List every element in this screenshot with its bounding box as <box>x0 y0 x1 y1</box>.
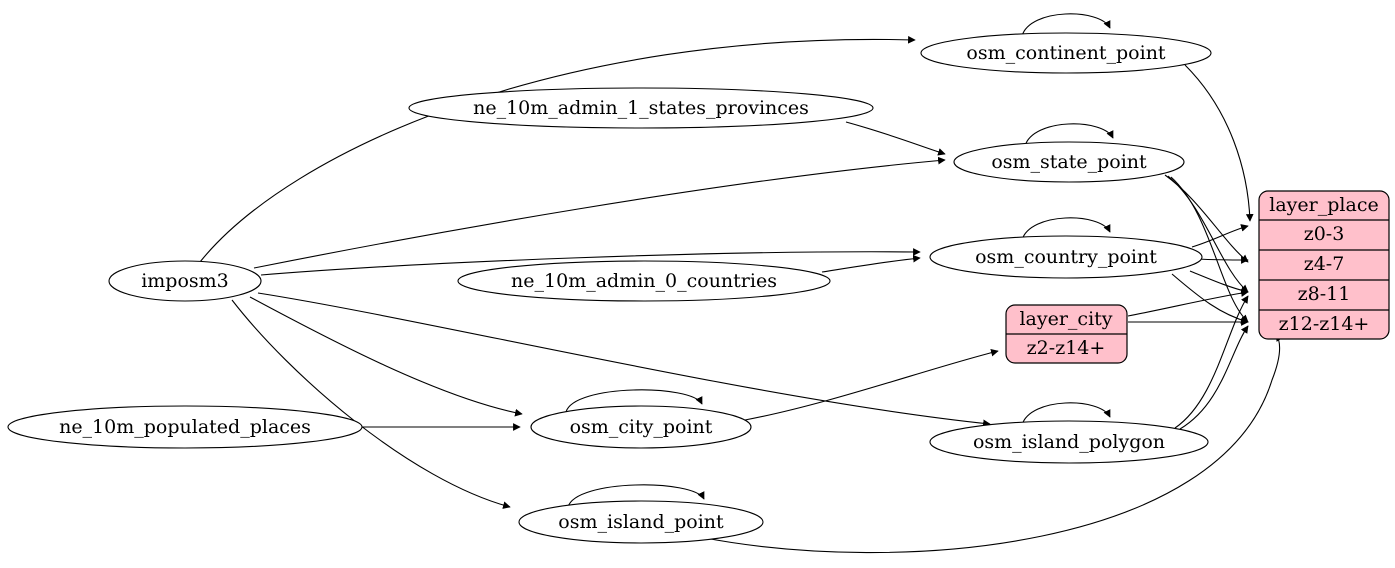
node-osm-island-polygon-label: osm_island_polygon <box>973 431 1165 453</box>
edge-imposm3-to-osm-continent-point <box>199 35 916 263</box>
edge-self-loop-osm-continent-point <box>1021 13 1111 37</box>
node-osm-island-point[interactable]: osm_island_point <box>518 500 764 544</box>
edge-osm-state-point-to-layer-place-z8-11 <box>1167 175 1249 293</box>
node-layer-city[interactable]: layer_city z2-z14+ <box>1005 304 1128 364</box>
node-osm-island-point-label: osm_island_point <box>558 511 724 533</box>
node-ne-admin0-label: ne_10m_admin_0_countries <box>511 270 777 292</box>
layer-place-row-z4-7[interactable]: z4-7 <box>1304 253 1345 275</box>
edge-imposm3-to-osm-city-point <box>249 296 523 417</box>
node-osm-continent-point-label: osm_continent_point <box>966 42 1166 64</box>
node-osm-city-point-label: osm_city_point <box>570 416 713 438</box>
layer-place-row-z0-3[interactable]: z0-3 <box>1304 223 1345 245</box>
edge-imposm3-to-osm-state-point <box>253 156 946 269</box>
edge-osm-country-point-to-layer-place-z12-z14 <box>1171 273 1249 324</box>
node-osm-city-point[interactable]: osm_city_point <box>530 405 752 449</box>
edge-ne-admin1-to-osm-state-point <box>845 121 946 156</box>
edge-osm-continent-point-to-layer-place-z0-3 <box>1184 64 1254 222</box>
node-layer-place[interactable]: layer_place z0-3 z4-7 z8-11 z12-z14+ <box>1258 190 1390 340</box>
node-imposm3-label: imposm3 <box>141 270 229 292</box>
node-osm-state-point[interactable]: osm_state_point <box>953 141 1185 183</box>
edge-ne-admin0-to-osm-country-point <box>821 254 921 273</box>
edge-layer <box>199 13 1284 554</box>
edge-layer-city-to-layer-place-z8-11 <box>1127 289 1249 317</box>
edge-osm-state-point-to-layer-place-z12-z14 <box>1170 176 1249 323</box>
edge-osm-country-point-to-layer-place-z0-3 <box>1191 224 1249 248</box>
node-osm-continent-point[interactable]: osm_continent_point <box>920 32 1212 74</box>
layer-place-title: layer_place <box>1269 194 1378 216</box>
node-ne-10m-admin-1-states-provinces[interactable]: ne_10m_admin_1_states_provinces <box>408 87 874 129</box>
edge-osm-city-point-to-layer-city <box>744 348 999 421</box>
layer-city-title: layer_city <box>1019 308 1112 330</box>
node-osm-island-polygon[interactable]: osm_island_polygon <box>929 420 1209 464</box>
edge-self-loop-osm-island-point <box>567 484 705 508</box>
edge-osm-island-polygon-to-layer-place-z12-z14 <box>1179 325 1249 430</box>
edge-imposm3-to-osm-island-polygon <box>257 292 991 428</box>
edge-imposm3-to-osm-country-point <box>260 248 921 276</box>
node-ne-admin1-label: ne_10m_admin_1_states_provinces <box>473 97 809 119</box>
edge-imposm3-to-osm-island-point <box>231 299 511 509</box>
node-osm-state-point-label: osm_state_point <box>991 151 1147 173</box>
edge-self-loop-osm-state-point <box>1024 123 1114 147</box>
edge-osm-country-point-to-layer-place-z4-7 <box>1197 256 1249 264</box>
node-ne-populated-label: ne_10m_populated_places <box>59 416 311 438</box>
edge-self-loop-osm-island-polygon <box>1021 402 1111 426</box>
layer-city-row-z2-z14[interactable]: z2-z14+ <box>1027 337 1106 359</box>
edge-osm-island-polygon-to-layer-place-z8-11 <box>1174 295 1249 429</box>
layer-place-row-z8-11[interactable]: z8-11 <box>1298 283 1351 305</box>
edge-self-loop-osm-city-point <box>565 389 703 413</box>
node-ne-10m-populated-places[interactable]: ne_10m_populated_places <box>7 405 363 449</box>
edge-self-loop-osm-country-point <box>1021 217 1111 241</box>
node-osm-country-point[interactable]: osm_country_point <box>929 235 1203 279</box>
node-layer: imposm3 ne_10m_admin_1_states_provinces … <box>7 32 1212 544</box>
edge-osm-island-point-to-layer-place-z12-z14 <box>699 333 1284 554</box>
node-ne-10m-admin-0-countries[interactable]: ne_10m_admin_0_countries <box>457 260 831 302</box>
edge-osm-country-point-to-layer-place-z8-11 <box>1189 270 1249 295</box>
node-osm-country-point-label: osm_country_point <box>975 246 1157 268</box>
node-imposm3[interactable]: imposm3 <box>108 260 262 302</box>
layer-place-row-z12-z14[interactable]: z12-z14+ <box>1279 313 1370 335</box>
